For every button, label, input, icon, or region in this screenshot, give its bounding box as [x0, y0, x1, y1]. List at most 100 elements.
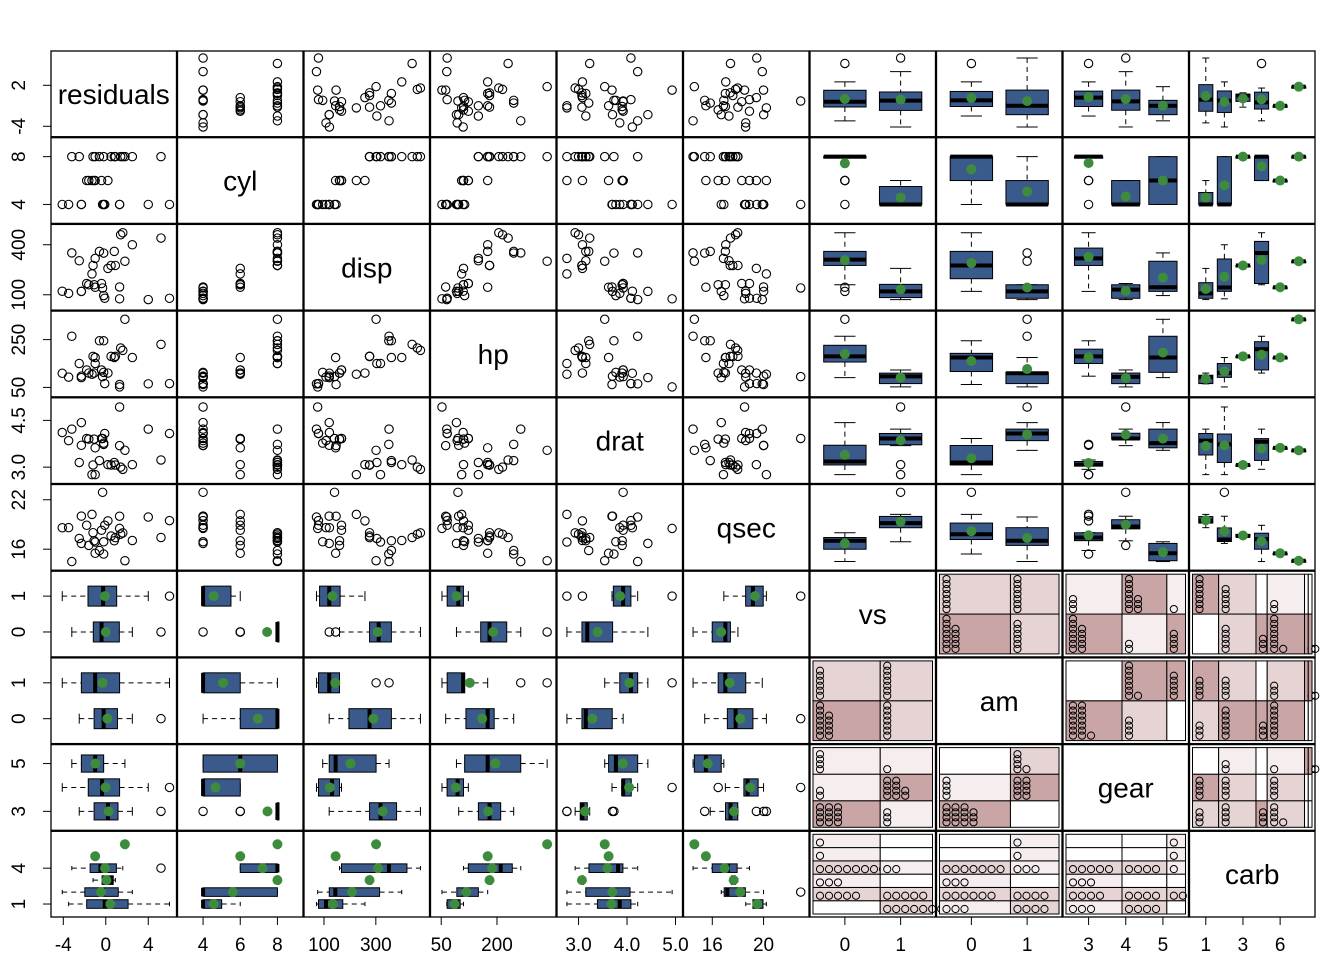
mean-point-carb-6 — [1275, 282, 1286, 293]
box-outlier — [1083, 516, 1094, 526]
mosaic-point — [1151, 904, 1161, 914]
mean-point-carb-6 — [90, 851, 101, 862]
mosaic-tile — [1307, 573, 1313, 615]
scatter-point — [156, 339, 166, 350]
mosaic-point — [1258, 731, 1268, 740]
mosaic-point — [978, 865, 987, 874]
mosaic-point — [1013, 574, 1022, 584]
mosaic-tile — [1166, 833, 1186, 849]
mean-point-am-0 — [477, 713, 488, 724]
mosaic-point — [1195, 726, 1204, 735]
scatter-point — [667, 382, 677, 392]
scatter-point — [127, 151, 138, 162]
mosaic-point — [1221, 584, 1230, 594]
mean-point-gear-5 — [1157, 347, 1168, 358]
mosaic-point — [815, 786, 825, 795]
mosaic-point — [824, 731, 834, 740]
mosaic-point — [928, 904, 937, 914]
mosaic-point — [833, 808, 843, 817]
mosaic-point — [1270, 716, 1279, 725]
box-outlier — [1083, 199, 1094, 210]
scatter-point — [81, 520, 92, 531]
mosaic-point — [1077, 629, 1087, 639]
mosaic-point — [1124, 721, 1134, 730]
scatter-point — [120, 256, 130, 266]
scatter-point — [577, 239, 588, 250]
scatter-point — [482, 535, 493, 546]
mosaic-tile — [1065, 660, 1123, 702]
mean-point-am-1 — [1022, 96, 1033, 107]
scatter-point — [667, 523, 677, 534]
mean-point-carb-8 — [689, 839, 700, 850]
scatter-point — [235, 101, 246, 111]
mean-point-carb-3 — [272, 875, 283, 886]
scatter-point — [235, 282, 246, 293]
mosaic-point — [951, 639, 960, 649]
scatter-point — [442, 293, 452, 304]
scatter-point — [725, 233, 736, 243]
diagonal-label-residuals: residuals — [58, 79, 170, 110]
scatter-point — [115, 151, 126, 162]
mean-point-carb-3 — [1237, 260, 1248, 271]
scatter-point — [473, 537, 484, 547]
panel-frame-qsec-am — [935, 483, 1063, 571]
mosaic-point — [951, 878, 960, 887]
scatter-point — [583, 246, 594, 257]
mean-point-carb-1 — [1200, 440, 1211, 451]
mosaic-point — [969, 808, 978, 817]
mosaic-point — [942, 791, 951, 800]
mosaic-point — [851, 891, 861, 900]
box-outlier — [840, 286, 850, 297]
scatter-point — [272, 352, 283, 363]
mean-point-vs-1 — [208, 591, 219, 602]
mosaic-point — [1270, 614, 1279, 624]
panel-frame-cyl-hp — [429, 137, 557, 225]
scatter-point — [272, 111, 283, 121]
mosaic-point — [1221, 599, 1230, 609]
scatter-point — [730, 84, 741, 95]
mean-point-vs-0 — [372, 626, 383, 637]
panel-frame-hp-cyl — [176, 310, 304, 398]
scatter-point — [599, 314, 610, 325]
mosaic-point — [1068, 891, 1078, 900]
mosaic-point — [1077, 721, 1087, 730]
mosaic-point — [1221, 644, 1230, 654]
mean-point-gear-4 — [210, 782, 221, 793]
scatter-point — [106, 460, 116, 470]
mean-point-carb-8 — [119, 839, 130, 850]
mosaic-point — [942, 604, 951, 614]
mosaic-point — [1013, 594, 1022, 604]
scatter-point — [386, 336, 397, 346]
mosaic-point — [892, 904, 901, 914]
scatter-point — [351, 469, 362, 480]
scatter-point — [97, 487, 108, 498]
hbox-outlier — [235, 806, 246, 817]
mosaic-point — [1270, 721, 1279, 730]
panel-frame-qsec-hp — [429, 483, 557, 571]
mosaic-point — [824, 716, 834, 725]
scatter-point — [795, 433, 806, 444]
mean-point-carb-2 — [1219, 366, 1230, 377]
scatter-point — [609, 151, 619, 162]
scatter-point — [577, 151, 588, 162]
mosaic-point — [942, 818, 951, 827]
scatter-point — [115, 229, 126, 240]
mean-point-am-0 — [735, 713, 746, 724]
mosaic-point — [883, 726, 892, 735]
mosaic-point — [883, 813, 892, 822]
panel-frame-hp-qsec — [682, 310, 810, 398]
mosaic-point — [1068, 624, 1078, 634]
scatter-point — [198, 520, 208, 531]
mosaic-point — [1195, 594, 1204, 604]
mosaic-point — [910, 904, 919, 914]
scatter-point — [437, 199, 447, 210]
mosaic-point — [1086, 878, 1096, 887]
scatter-point — [458, 263, 469, 274]
scatter-point — [739, 294, 750, 304]
scatter-point — [453, 96, 463, 106]
scatter-point — [334, 540, 345, 551]
mosaic-point — [1077, 634, 1087, 644]
box-outlier — [895, 487, 906, 498]
mosaic-point — [1221, 818, 1230, 827]
